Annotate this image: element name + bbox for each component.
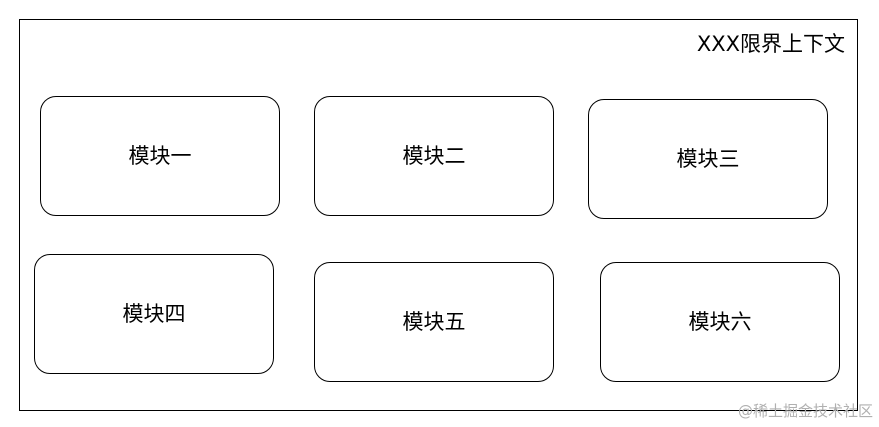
module-box: 模块六	[600, 262, 840, 382]
watermark: @稀土掘金技术社区	[737, 402, 873, 420]
module-box: 模块一	[40, 96, 280, 216]
module-label: 模块四	[122, 301, 186, 326]
module-box: 模块五	[314, 262, 554, 382]
module-label: 模块三	[676, 146, 740, 171]
module-label: 模块五	[402, 309, 466, 334]
bounded-context-label: XXX限界上下文	[696, 32, 845, 56]
module-box: 模块三	[588, 99, 828, 219]
module-label: 模块一	[128, 143, 192, 168]
bounded-context-frame	[19, 19, 858, 411]
module-box: 模块四	[34, 254, 274, 374]
module-label: 模块二	[402, 143, 466, 168]
module-label: 模块六	[688, 309, 752, 334]
module-box: 模块二	[314, 96, 554, 216]
